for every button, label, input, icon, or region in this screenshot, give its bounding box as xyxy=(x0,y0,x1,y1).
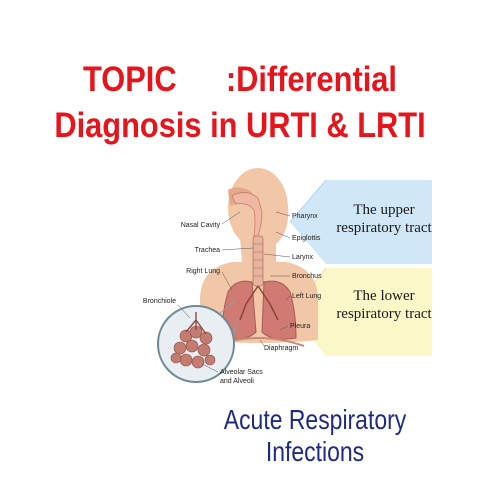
title-line-1: TOPIC :Differential xyxy=(29,58,451,102)
label-leaders xyxy=(177,211,291,373)
upper-tract-panel xyxy=(290,180,432,264)
upper-panel-line2: respiratory tract xyxy=(336,220,432,236)
subtitle: Acute Respiratory Infections xyxy=(223,404,407,467)
label-bronchus: Bronchus xyxy=(292,273,322,280)
label-epiglottis: Epiglottis xyxy=(292,235,321,242)
label-pleura: Pleura xyxy=(290,323,310,330)
upper-panel-line1: The upper xyxy=(353,202,414,218)
label-diaphragm: Diaphragm xyxy=(264,345,298,352)
lungs xyxy=(213,280,305,347)
alveoli-magnifier xyxy=(157,299,239,383)
title-heading: :Differential xyxy=(225,60,397,99)
label-pharynx: Pharynx xyxy=(292,213,318,220)
label-bronchiole: Bronchiole xyxy=(143,298,176,305)
label-larynx: Larynx xyxy=(292,254,314,261)
label-trachea: Trachea xyxy=(195,247,221,254)
label-right-lung: Right Lung xyxy=(186,268,220,275)
lower-panel-line2: respiratory tract xyxy=(336,306,432,322)
upper-airway xyxy=(231,192,264,287)
label-nasal-cavity: Nasal Cavity xyxy=(181,222,221,229)
label-alveolar-line1: Alveolar Sacs xyxy=(220,369,263,376)
lower-tract-panel xyxy=(290,268,432,356)
label-alveolar-line2: and Alveoli xyxy=(220,378,254,385)
title-line-2: Diagnosis in URTI & LRTI xyxy=(54,106,426,145)
label-left-lung: Left Lung xyxy=(292,293,321,300)
title-topic: TOPIC xyxy=(83,60,177,99)
lower-panel-line1: The lower xyxy=(353,288,414,304)
